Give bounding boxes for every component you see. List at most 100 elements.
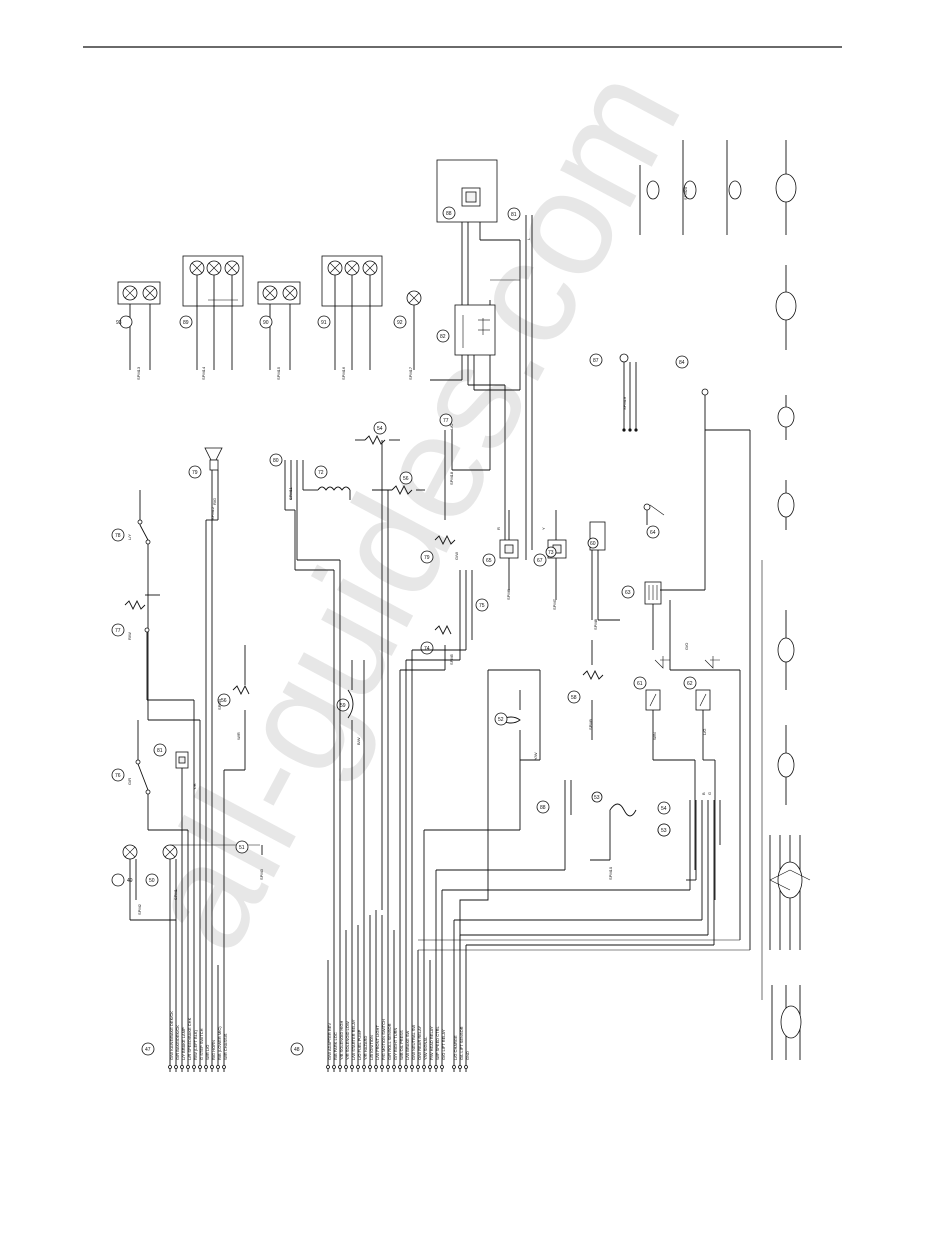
- svg-text:82: 82: [440, 334, 446, 340]
- svg-text:L/Y: L/Y: [127, 534, 132, 540]
- svg-text:Y/B SOLENOID HIGH: Y/B SOLENOID HIGH: [339, 1021, 344, 1060]
- svg-text:93: 93: [116, 320, 122, 326]
- svg-text:P/G MOTION SWITCH: P/G MOTION SWITCH: [381, 1019, 386, 1060]
- svg-text:SPM10: SPM10: [608, 866, 613, 880]
- svg-text:84: 84: [679, 360, 685, 366]
- svg-text:63: 63: [625, 590, 631, 596]
- svg-text:Y/W: Y/W: [533, 752, 538, 760]
- svg-text:59: 59: [340, 703, 346, 709]
- svg-text:51: 51: [239, 845, 245, 851]
- svg-text:G/O LIFT RELAY: G/O LIFT RELAY: [441, 1029, 446, 1060]
- svg-text:61: 61: [637, 681, 643, 687]
- svg-text:G/R BAKE/DEK/CK: G/R BAKE/DEK/CK: [175, 1025, 180, 1060]
- svg-text:G/R ROLL SENSOR: G/R ROLL SENSOR: [387, 1023, 392, 1060]
- svg-text:77: 77: [115, 628, 121, 634]
- svg-text:74: 74: [424, 646, 430, 652]
- svg-text:Y/R HAZARD: Y/R HAZARD: [363, 1036, 368, 1060]
- svg-text:Y: Y: [541, 527, 546, 530]
- svg-text:SPM11: SPM11: [288, 486, 293, 500]
- svg-text:SPM8: SPM8: [593, 618, 598, 630]
- relay-group-middle: [399, 300, 620, 945]
- svg-text:W/R CHASSIS: W/R CHASSIS: [223, 1033, 228, 1060]
- svg-text:W/P SPEED CTRL: W/P SPEED CTRL: [435, 1026, 440, 1060]
- svg-text:L/W BRAKE SW: L/W BRAKE SW: [405, 1030, 410, 1060]
- svg-text:SPM7: SPM7: [552, 598, 557, 610]
- svg-text:R/W: R/W: [127, 632, 132, 640]
- svg-text:60: 60: [590, 541, 596, 547]
- connector-block-47: 47 G/W KAINE/BAKE DEK/CK G/R BAKE/DEK/CK…: [141, 965, 228, 1072]
- svg-text:56: 56: [403, 476, 409, 482]
- svg-text:52: 52: [498, 717, 504, 723]
- svg-text:GND: GND: [465, 1051, 470, 1060]
- svg-text:64: 64: [650, 530, 656, 536]
- svg-text:R/B PARK LOC: R/B PARK LOC: [333, 1032, 338, 1060]
- svg-text:73: 73: [548, 550, 554, 556]
- svg-text:G/R: G/R: [127, 778, 132, 785]
- svg-text:O/W REAR RELAY: O/W REAR RELAY: [417, 1026, 422, 1060]
- svg-text:92: 92: [397, 320, 403, 326]
- coil-group-54-56: [355, 421, 425, 925]
- connector-47-number: 47: [145, 1047, 151, 1053]
- svg-text:91: 91: [321, 320, 327, 326]
- svg-text:76: 76: [115, 773, 121, 779]
- svg-text:80: 80: [273, 458, 279, 464]
- svg-text:L: L: [526, 237, 531, 240]
- svg-text:87: 87: [593, 358, 599, 364]
- svg-text:SPM13: SPM13: [136, 366, 141, 380]
- relay-group-lower: [423, 640, 671, 965]
- svg-text:89: 89: [183, 320, 189, 326]
- svg-text:81: 81: [157, 748, 163, 754]
- svg-text:75: 75: [479, 603, 485, 609]
- svg-text:L/G: L/G: [702, 729, 707, 735]
- svg-text:L/O FUEL PUMP: L/O FUEL PUMP: [357, 1029, 362, 1060]
- svg-text:56: 56: [221, 698, 227, 704]
- svg-text:R/W (LEFT BLK): R/W (LEFT BLK): [193, 1029, 198, 1060]
- svg-text:72: 72: [318, 470, 324, 476]
- svg-text:SPM17: SPM17: [408, 366, 413, 380]
- svg-text:90: 90: [263, 320, 269, 326]
- svg-text:W/N: W/N: [652, 732, 657, 740]
- svg-text:78: 78: [115, 533, 121, 539]
- svg-text:R/G HORN: R/G HORN: [211, 1040, 216, 1060]
- svg-text:W/B OIL PRESS: W/B OIL PRESS: [399, 1030, 404, 1060]
- svg-text:SPM14: SPM14: [201, 366, 206, 380]
- svg-text:W/R: W/R: [236, 732, 241, 740]
- connector-48-number: 48: [294, 1047, 300, 1053]
- svg-text:G/O: G/O: [684, 643, 689, 650]
- svg-text:62: 62: [687, 681, 693, 687]
- svg-text:L/Y BRAKE LAMP: L/Y BRAKE LAMP: [181, 1027, 186, 1060]
- svg-text:SPM3: SPM3: [259, 868, 264, 880]
- mid-left-components: [188, 447, 365, 965]
- svg-text:53: 53: [594, 795, 600, 801]
- node-numbers: 93 89 90 91 92 88 81 82 87 84 77 54 56 8…: [115, 211, 693, 884]
- svg-text:77: 77: [443, 418, 449, 424]
- svg-text:79: 79: [424, 555, 430, 561]
- svg-text:G: G: [707, 792, 712, 795]
- svg-text:G/W ADAPTER REV: G/W ADAPTER REV: [327, 1023, 332, 1060]
- top-middle-circuit: [430, 159, 638, 560]
- svg-text:B/W: B/W: [356, 737, 361, 745]
- svg-text:SPM12: SPM12: [210, 506, 215, 520]
- wire-color-labels: G/R R/W L/Y Y/R W/R R/G B/W G/W L/O Y/W …: [127, 237, 712, 795]
- svg-text:SPM20: SPM20: [683, 186, 688, 200]
- svg-text:50: 50: [149, 878, 155, 884]
- svg-text:65: 65: [486, 558, 492, 564]
- svg-text:G/W: G/W: [454, 552, 459, 560]
- svg-text:SPM1: SPM1: [173, 888, 178, 900]
- svg-text:SPM15: SPM15: [276, 366, 281, 380]
- svg-text:R/G: R/G: [212, 498, 217, 505]
- svg-text:81: 81: [511, 212, 517, 218]
- svg-text:G/W KAINE/BAKE DEK/CK: G/W KAINE/BAKE DEK/CK: [169, 1011, 174, 1060]
- svg-text:Y/R SOLENOID LOW: Y/R SOLENOID LOW: [345, 1021, 350, 1060]
- svg-text:67: 67: [537, 558, 543, 564]
- svg-text:R: R: [496, 527, 501, 530]
- svg-text:SPM9: SPM9: [588, 718, 593, 730]
- svg-text:G/L LIFT SENSOR: G/L LIFT SENSOR: [459, 1026, 464, 1060]
- svg-text:W/R L/O: W/R L/O: [205, 1045, 210, 1060]
- svg-text:L/O: L/O: [449, 424, 454, 430]
- lower-bundle: [418, 800, 750, 1030]
- svg-text:L/W STARTER RELAY: L/W STARTER RELAY: [351, 1019, 356, 1060]
- svg-text:88: 88: [540, 805, 546, 811]
- svg-text:SPM2: SPM2: [137, 903, 142, 915]
